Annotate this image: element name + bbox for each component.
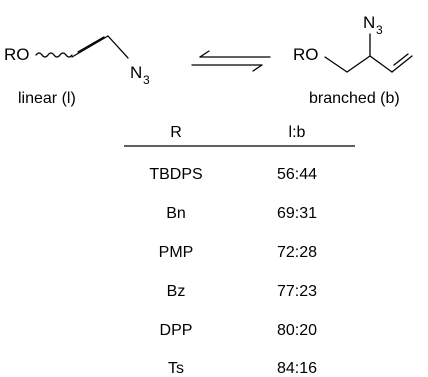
branched-o-ch2-bond [324, 56, 348, 73]
row-4-ratio: 77:23 [277, 283, 317, 300]
linear-double-bond-outer [71, 35, 109, 58]
branched-ro-label: RO [293, 45, 319, 64]
row-1-ratio: 56:44 [277, 166, 317, 183]
forward-arrow-head [199, 50, 210, 58]
linear-azide-n: N [130, 63, 142, 82]
branched-ch2-ch-bond [346, 55, 371, 73]
row-2-ratio: 69:31 [277, 205, 317, 222]
row-2-group: Bn [166, 205, 186, 222]
row-6-ratio: 84:16 [277, 360, 317, 377]
branched-azide-n: N [363, 13, 375, 32]
linear-azide-subscript: 3 [143, 73, 150, 87]
branched-vinyl-double-outer [391, 55, 413, 73]
reverse-arrow-head [252, 64, 263, 72]
row-5-ratio: 80:20 [277, 322, 317, 339]
equilibrium-arrow [191, 50, 271, 72]
branched-structure: RO N 3 branched (b) [293, 13, 413, 107]
row-3-ratio: 72:28 [277, 244, 317, 261]
ratio-table: R l:b TBDPS 56:44 Bn 69:31 PMP 72:28 Bz … [124, 124, 355, 377]
row-1-group: TBDPS [149, 166, 202, 183]
linear-structure: RO N 3 linear (l) [4, 35, 150, 107]
branched-ch-vinyl-bond [369, 55, 393, 73]
row-3-group: PMP [159, 244, 194, 261]
branched-vinyl-double-inner [393, 53, 409, 66]
linear-single-bond [107, 35, 129, 59]
row-4-group: Bz [167, 283, 186, 300]
branched-azide-subscript: 3 [376, 23, 383, 37]
branched-caption: branched (b) [309, 90, 400, 107]
row-5-group: DPP [160, 322, 193, 339]
column-header-ratio: l:b [289, 124, 306, 141]
linear-ro-label: RO [4, 45, 30, 64]
row-6-group: Ts [168, 360, 184, 377]
linear-wavy-bond [35, 52, 73, 58]
column-header-r: R [170, 124, 182, 141]
linear-caption: linear (l) [18, 90, 76, 107]
linear-double-bond-inner [77, 36, 105, 53]
